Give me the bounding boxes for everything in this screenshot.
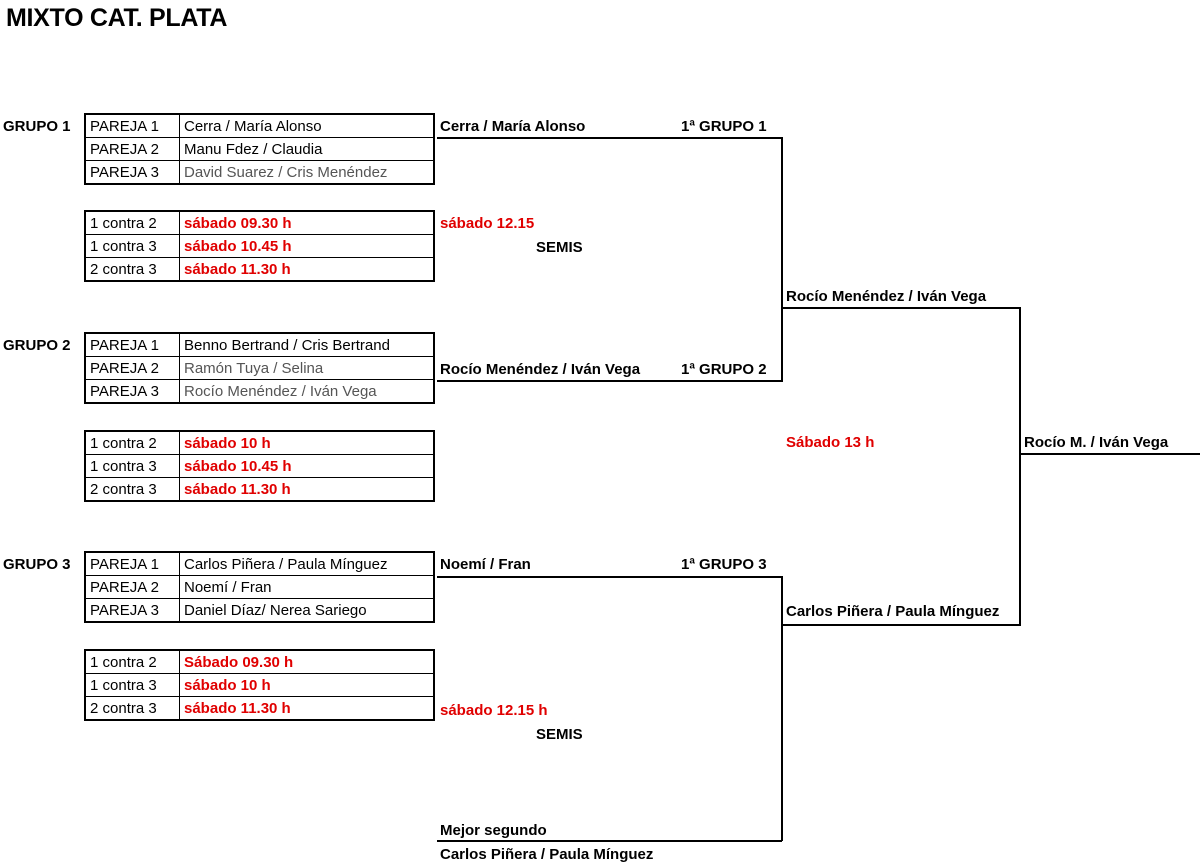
table-row: PAREJA 1 Cerra / María Alonso	[84, 113, 435, 138]
best-second-names: Carlos Piñera / Paula Mínguez	[440, 846, 654, 863]
group-2-label: GRUPO 2	[3, 337, 71, 354]
semi-2-winner: Carlos Piñera / Paula Mínguez	[786, 603, 1000, 620]
page-title: MIXTO CAT. PLATA	[6, 4, 228, 32]
pair-id: PAREJA 1	[84, 332, 180, 357]
table-row: PAREJA 1 Benno Bertrand / Cris Bertrand	[84, 332, 435, 357]
bracket-line	[781, 137, 783, 382]
group-1-label: GRUPO 1	[3, 118, 71, 135]
pair-names: Carlos Piñera / Paula Mínguez	[179, 551, 435, 576]
pair-id: PAREJA 3	[84, 379, 180, 404]
match-id: 1 contra 3	[84, 673, 180, 697]
pair-id: PAREJA 2	[84, 356, 180, 380]
semi-1-winner: Rocío Menéndez / Iván Vega	[786, 288, 987, 305]
match-time: sábado 10.45 h	[179, 234, 435, 258]
group-1-winner: Cerra / María Alonso	[440, 118, 586, 135]
bracket-line	[437, 576, 782, 578]
final-time: Sábado 13 h	[786, 434, 875, 451]
bracket-line	[781, 624, 1021, 626]
match-time: sábado 11.30 h	[179, 696, 435, 721]
pair-id: PAREJA 3	[84, 160, 180, 185]
table-row: 1 contra 2 sábado 10 h	[84, 430, 435, 455]
pair-id: PAREJA 1	[84, 113, 180, 138]
group-2-matches-table: 1 contra 2 sábado 10 h 1 contra 3 sábado…	[84, 430, 435, 502]
group-1-position: 1ª GRUPO 1	[681, 118, 767, 135]
match-id: 1 contra 3	[84, 234, 180, 258]
table-row: 1 contra 3 sábado 10.45 h	[84, 234, 435, 258]
bracket-line	[437, 380, 782, 382]
match-id: 1 contra 3	[84, 454, 180, 478]
bracket-line	[781, 576, 783, 841]
group-3-label: GRUPO 3	[3, 556, 71, 573]
match-time: Sábado 09.30 h	[179, 649, 435, 674]
best-second-label: Mejor segundo	[440, 822, 547, 839]
table-row: PAREJA 3 Rocío Menéndez / Iván Vega	[84, 379, 435, 404]
pair-names: Cerra / María Alonso	[179, 113, 435, 138]
final-winner: Rocío M. / Iván Vega	[1024, 434, 1169, 451]
pair-names: Daniel Díaz/ Nerea Sariego	[179, 598, 435, 623]
bracket-line	[1019, 307, 1021, 626]
match-time: sábado 10.45 h	[179, 454, 435, 478]
table-row: PAREJA 3 Daniel Díaz/ Nerea Sariego	[84, 598, 435, 623]
semi-1-label: SEMIS	[536, 239, 583, 256]
bracket-line	[437, 137, 782, 139]
table-row: PAREJA 1 Carlos Piñera / Paula Mínguez	[84, 551, 435, 576]
bracket-line	[1019, 453, 1200, 455]
pair-id: PAREJA 3	[84, 598, 180, 623]
pair-names: Noemí / Fran	[179, 575, 435, 599]
table-row: 1 contra 2 sábado 09.30 h	[84, 210, 435, 235]
semi-1-time: sábado 12.15	[440, 215, 535, 232]
table-row: PAREJA 3 David Suarez / Cris Menéndez	[84, 160, 435, 185]
group-3-position: 1ª GRUPO 3	[681, 556, 767, 573]
pair-names: David Suarez / Cris Menéndez	[179, 160, 435, 185]
table-row: 2 contra 3 sábado 11.30 h	[84, 477, 435, 502]
group-3-winner: Noemí / Fran	[440, 556, 531, 573]
group-2-winner: Rocío Menéndez / Iván Vega	[440, 361, 641, 378]
table-row: PAREJA 2 Noemí / Fran	[84, 575, 435, 599]
match-id: 1 contra 2	[84, 210, 180, 235]
match-id: 1 contra 2	[84, 430, 180, 455]
table-row: PAREJA 2 Manu Fdez / Claudia	[84, 137, 435, 161]
pair-names: Benno Bertrand / Cris Bertrand	[179, 332, 435, 357]
pair-names: Ramón Tuya / Selina	[179, 356, 435, 380]
group-3-matches-table: 1 contra 2 Sábado 09.30 h 1 contra 3 sáb…	[84, 649, 435, 721]
match-time: sábado 10 h	[179, 430, 435, 455]
table-row: 1 contra 3 sábado 10 h	[84, 673, 435, 697]
semi-2-label: SEMIS	[536, 726, 583, 743]
match-id: 2 contra 3	[84, 696, 180, 721]
semi-2-time: sábado 12.15 h	[440, 702, 548, 719]
match-time: sábado 09.30 h	[179, 210, 435, 235]
group-2-pairs-table: PAREJA 1 Benno Bertrand / Cris Bertrand …	[84, 332, 435, 404]
group-2-position: 1ª GRUPO 2	[681, 361, 767, 378]
pair-names: Rocío Menéndez / Iván Vega	[179, 379, 435, 404]
pair-names: Manu Fdez / Claudia	[179, 137, 435, 161]
match-id: 2 contra 3	[84, 477, 180, 502]
group-1-pairs-table: PAREJA 1 Cerra / María Alonso PAREJA 2 M…	[84, 113, 435, 185]
pair-id: PAREJA 2	[84, 575, 180, 599]
match-time: sábado 11.30 h	[179, 257, 435, 282]
bracket-line	[437, 840, 782, 842]
bracket-line	[781, 307, 1021, 309]
pair-id: PAREJA 1	[84, 551, 180, 576]
pair-id: PAREJA 2	[84, 137, 180, 161]
match-time: sábado 10 h	[179, 673, 435, 697]
match-time: sábado 11.30 h	[179, 477, 435, 502]
match-id: 1 contra 2	[84, 649, 180, 674]
table-row: 1 contra 3 sábado 10.45 h	[84, 454, 435, 478]
match-id: 2 contra 3	[84, 257, 180, 282]
group-3-pairs-table: PAREJA 1 Carlos Piñera / Paula Mínguez P…	[84, 551, 435, 623]
table-row: 2 contra 3 sábado 11.30 h	[84, 257, 435, 282]
table-row: PAREJA 2 Ramón Tuya / Selina	[84, 356, 435, 380]
group-1-matches-table: 1 contra 2 sábado 09.30 h 1 contra 3 sáb…	[84, 210, 435, 282]
table-row: 1 contra 2 Sábado 09.30 h	[84, 649, 435, 674]
table-row: 2 contra 3 sábado 11.30 h	[84, 696, 435, 721]
